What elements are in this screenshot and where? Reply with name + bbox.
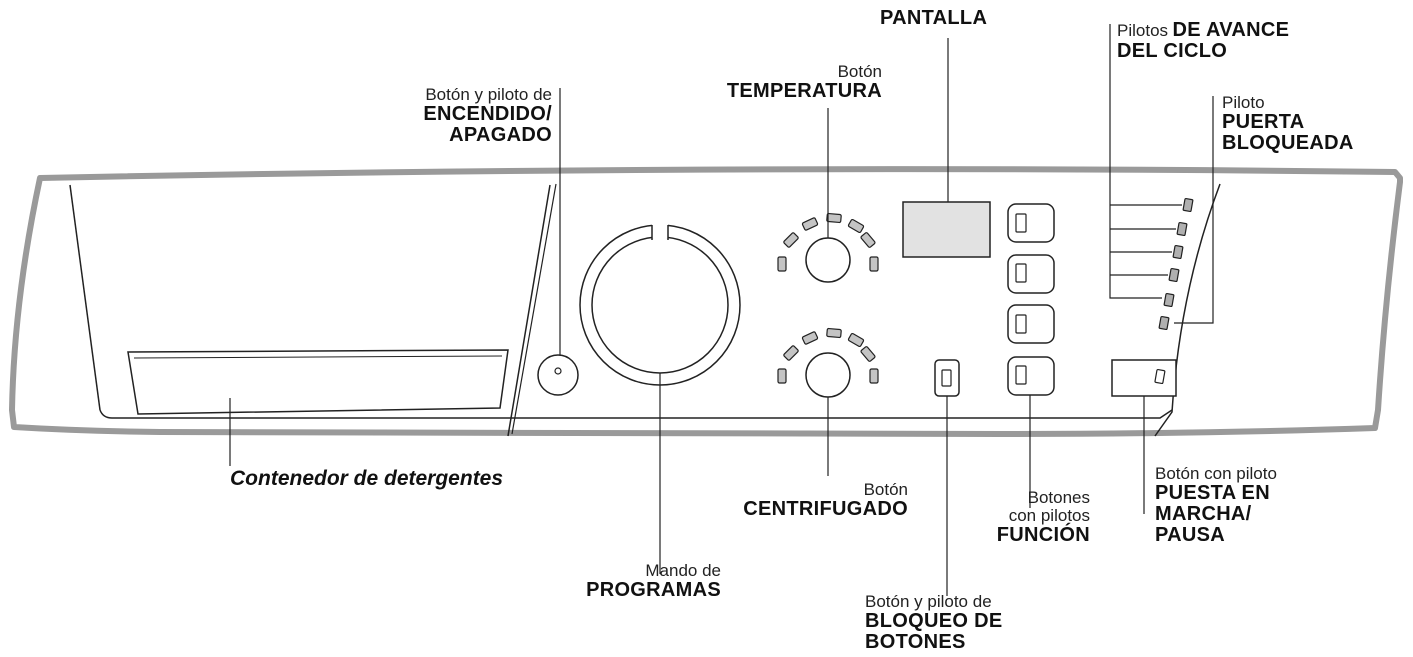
- label-encendido-bold2: APAGADO: [449, 123, 552, 146]
- label-pilotos-avance: Pilotos DE AVANCE DEL CICLO: [1117, 20, 1289, 62]
- detergent-left-edge: [69, 184, 101, 411]
- label-funcion-bold: FUNCIÓN: [996, 523, 1090, 546]
- label-puesta-marcha-light: Botón con piloto: [1155, 464, 1277, 483]
- label-bloqueo-light: Botón y piloto de: [865, 592, 992, 611]
- label-puesta-marcha: Botón con piloto PUESTA EN MARCHA/ PAUSA: [1155, 465, 1277, 546]
- label-centrifugado: Botón CENTRIFUGADO: [743, 481, 908, 520]
- cycle-progress-leds: [1158, 197, 1194, 331]
- detergent-drawer-inner: [133, 355, 503, 359]
- label-programas-light: Mando de: [645, 561, 721, 580]
- display-screen: [902, 201, 991, 258]
- label-piloto-puerta-bold1: PUERTA: [1222, 110, 1305, 133]
- panel-outline: [9, 166, 1403, 437]
- function-button-3: [1007, 304, 1055, 344]
- label-piloto-puerta-bold2: BLOQUEADA: [1222, 131, 1354, 154]
- panel-right-curve: [1154, 183, 1221, 437]
- function-button-2: [1007, 254, 1055, 294]
- label-funcion-light2: con pilotos: [1008, 505, 1090, 525]
- label-bloqueo-bold2: BOTONES: [865, 630, 966, 653]
- label-piloto-puerta: Piloto PUERTA BLOQUEADA: [1222, 94, 1354, 154]
- temperature-knob: [805, 237, 851, 283]
- label-encendido: Botón y piloto de ENCENDIDO/ APAGADO: [423, 86, 552, 146]
- detergent-right-edge: [507, 184, 551, 437]
- label-detergentes: Contenedor de detergentes: [230, 467, 504, 490]
- spin-leds: [777, 327, 879, 384]
- panel-bottom-line: [99, 409, 1173, 419]
- label-bloqueo-bold1: BLOQUEO DE: [865, 609, 1003, 632]
- label-temperatura-light: Botón: [837, 62, 882, 81]
- label-bloqueo: Botón y piloto de BLOQUEO DE BOTONES: [865, 593, 1002, 653]
- detergent-right-edge-2: [511, 183, 557, 435]
- label-pantalla: PANTALLA: [880, 7, 988, 29]
- label-temperatura: Botón TEMPERATURA: [727, 63, 882, 102]
- label-piloto-puerta-light: Piloto: [1222, 93, 1265, 112]
- function-button-1: [1007, 203, 1055, 243]
- function-buttons: [1007, 203, 1055, 396]
- label-pilotos-avance-bold1: DE AVANCE: [1172, 19, 1290, 41]
- program-knob-inner: [591, 236, 729, 374]
- program-knob-notch: [652, 222, 668, 238]
- label-centrifugado-light: Botón: [863, 480, 908, 499]
- label-temperatura-bold: TEMPERATURA: [726, 79, 882, 102]
- label-centrifugado-bold: CENTRIFUGADO: [743, 497, 908, 520]
- temperature-leds: [777, 212, 879, 272]
- label-funcion: Botones con pilotos FUNCIÓN: [997, 489, 1090, 546]
- spin-knob: [805, 352, 851, 398]
- function-button-4: [1007, 356, 1055, 396]
- detergent-drawer: [127, 349, 509, 415]
- label-programas: Mando de PROGRAMAS: [586, 562, 721, 601]
- label-puesta-marcha-bold3: PAUSA: [1155, 523, 1226, 546]
- label-funcion-light1: Botones: [1027, 488, 1090, 507]
- label-encendido-bold1: ENCENDIDO/: [423, 102, 552, 125]
- label-puesta-marcha-bold1: PUESTA EN: [1155, 481, 1270, 504]
- label-pilotos-avance-bold2: DEL CICLO: [1117, 40, 1228, 62]
- start-pause-led: [1154, 368, 1166, 385]
- label-programas-bold: PROGRAMAS: [586, 578, 721, 601]
- label-encendido-light: Botón y piloto de: [425, 85, 552, 104]
- start-pause-button: [1111, 359, 1177, 397]
- label-pilotos-avance-light: Pilotos: [1117, 21, 1169, 40]
- door-locked-led: [1158, 315, 1170, 331]
- button-lock-led: [941, 369, 952, 387]
- label-puesta-marcha-bold2: MARCHA/: [1155, 502, 1252, 525]
- power-led: [554, 367, 562, 375]
- leader-lines: [229, 24, 1214, 596]
- power-button: [537, 354, 579, 396]
